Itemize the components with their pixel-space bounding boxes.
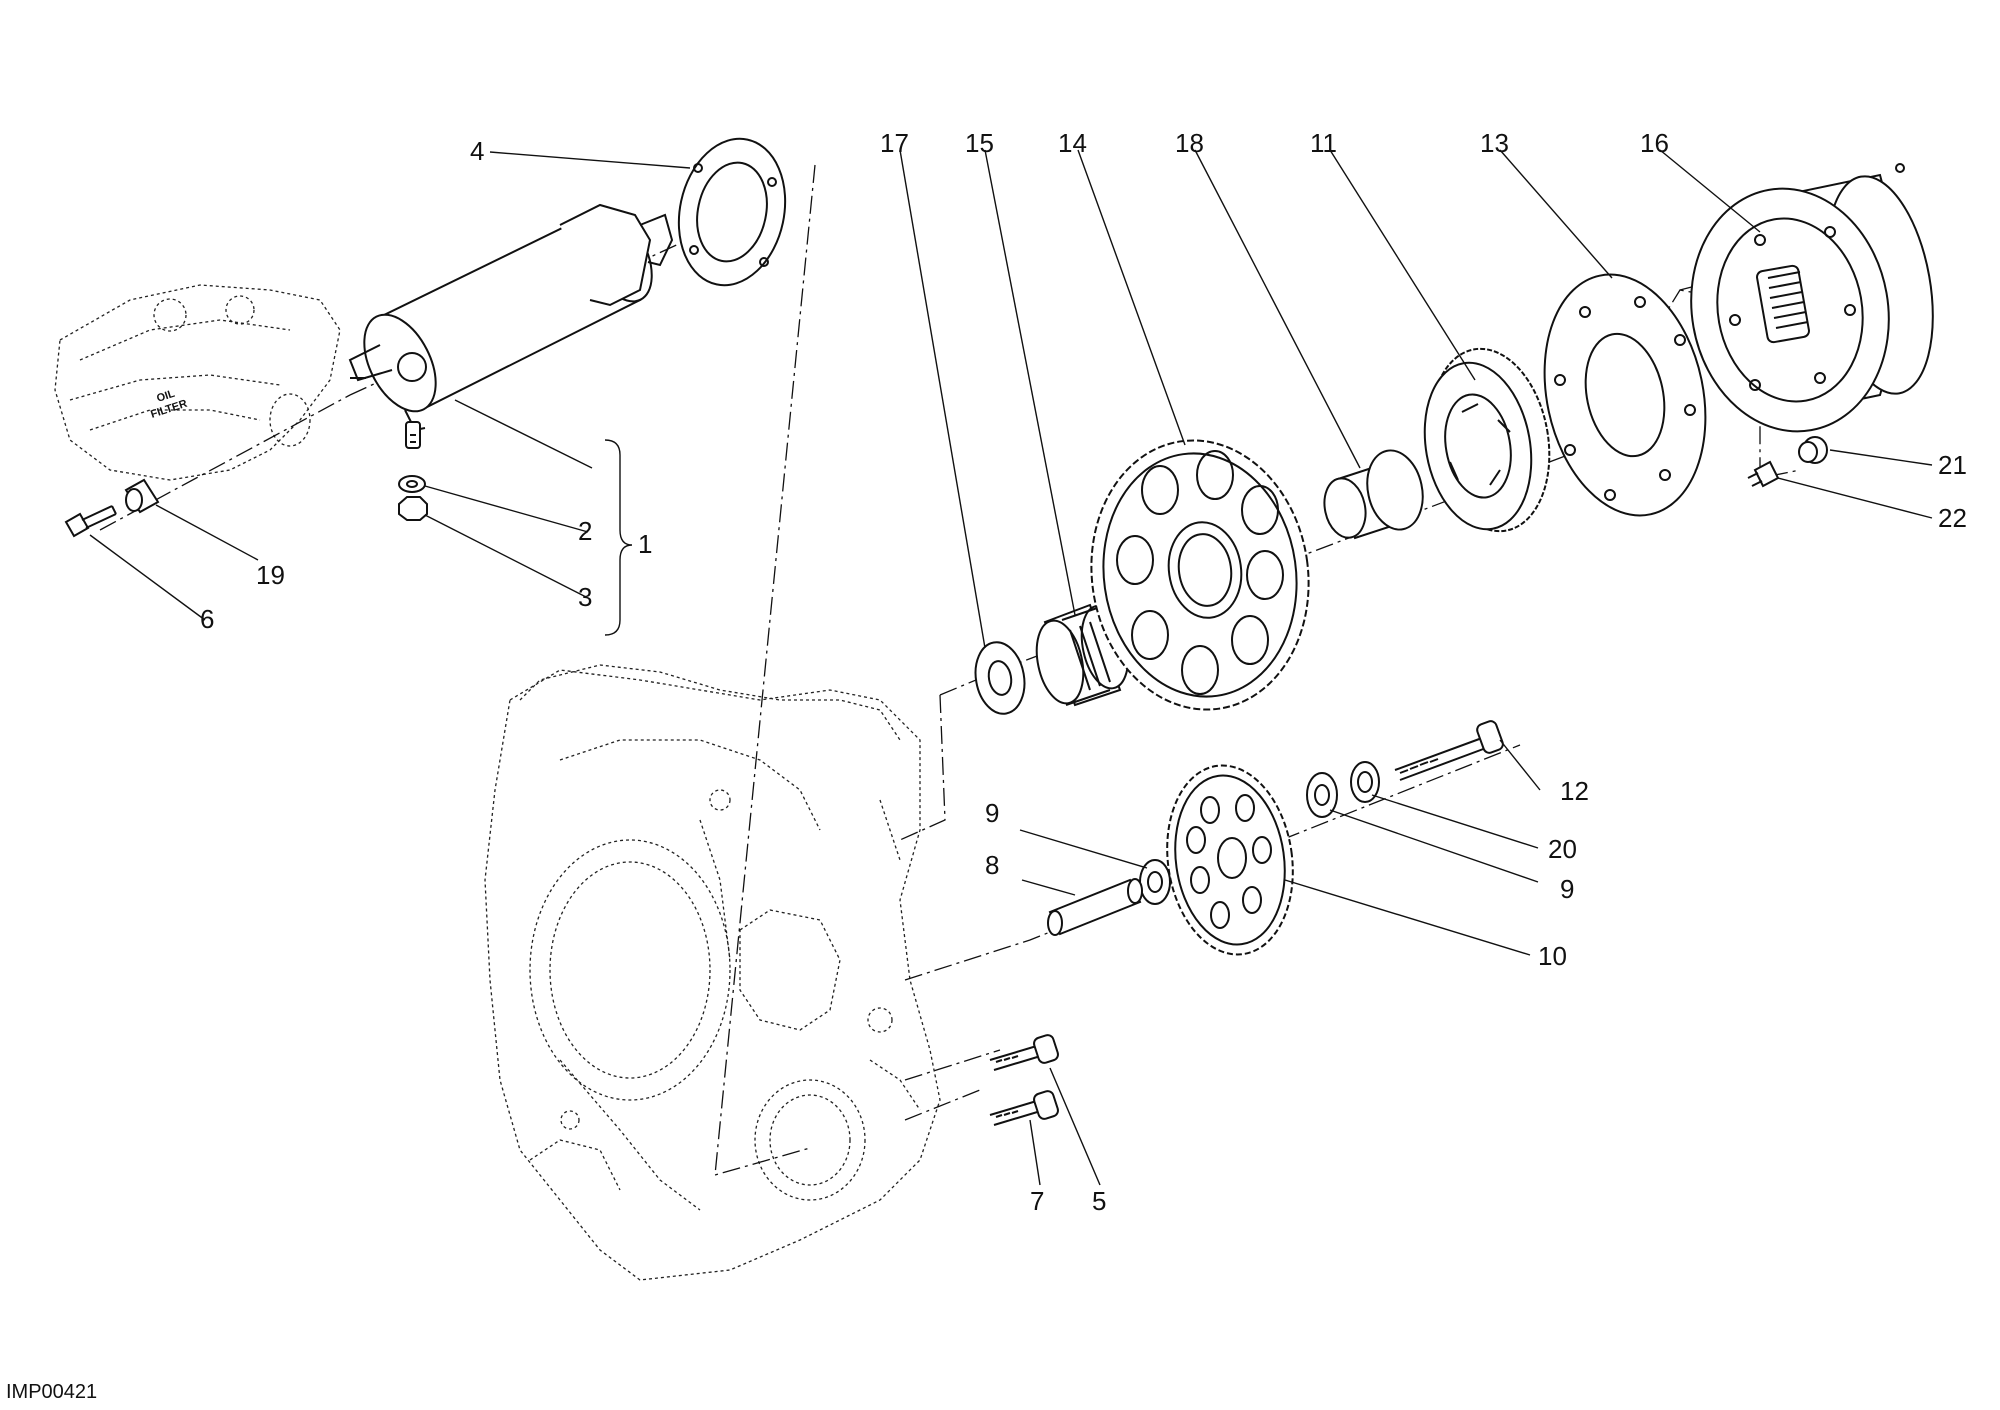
part-19-spacer [124, 478, 160, 514]
part-11-freewheel-clutch [1423, 347, 1551, 533]
part-9-washer-left [1139, 859, 1171, 905]
callout-4: 4 [470, 136, 484, 166]
callout-19: 19 [256, 560, 285, 590]
part-3-nut [398, 496, 428, 521]
crankcase-outline [484, 664, 941, 1281]
callout-6: 6 [200, 604, 214, 634]
part-5-screw [989, 1034, 1059, 1071]
callout-5: 5 [1092, 1186, 1106, 1216]
part-14-idler-gear [1090, 439, 1310, 711]
callout-20: 20 [1548, 834, 1577, 864]
part-6-bolt [64, 505, 117, 538]
callout-2: 2 [578, 516, 592, 546]
part-13-flange [1543, 273, 1707, 517]
part-12-long-bolt [1394, 720, 1504, 781]
callout-15: 15 [965, 128, 994, 158]
callout-7: 7 [1030, 1186, 1044, 1216]
assembly-axes [99, 164, 1801, 1176]
callout-21: 21 [1938, 450, 1967, 480]
part-4-gasket [677, 137, 787, 287]
part-9-washer-right [1306, 772, 1338, 818]
drawing-code: IMP00421 [6, 1381, 97, 1403]
part-18-bushing [1323, 449, 1424, 540]
callout-labels: 4 1 2 3 19 6 17 15 14 18 11 13 16 21 22 … [200, 128, 1967, 1216]
callout-1: 1 [638, 529, 652, 559]
part-17-washer [974, 641, 1026, 715]
callout-10: 10 [1538, 941, 1567, 971]
callout-3: 3 [578, 582, 592, 612]
callout-9-right: 9 [1560, 874, 1574, 904]
callout-14: 14 [1058, 128, 1087, 158]
callout-13: 13 [1480, 128, 1509, 158]
callout-16: 16 [1640, 128, 1669, 158]
part-20-washer [1350, 761, 1380, 803]
part-16-rotor [1690, 163, 1934, 433]
part-8-shaft [1047, 878, 1143, 936]
part-2-washer [398, 475, 426, 493]
callout-22: 22 [1938, 503, 1967, 533]
callout-8: 8 [985, 850, 999, 880]
callout-9-left: 9 [985, 798, 999, 828]
part-21-nut [1798, 436, 1828, 464]
part-7-screw [989, 1090, 1059, 1126]
assembly-1-brace [604, 439, 633, 636]
part-10-small-gear [1166, 764, 1294, 956]
part-22-screw [1747, 460, 1780, 488]
cylinder-head-outline: OIL FILTER [54, 284, 341, 481]
callout-11: 11 [1310, 128, 1337, 158]
callout-17: 17 [880, 128, 909, 158]
part-1-starter-motor [348, 203, 674, 449]
callout-18: 18 [1175, 128, 1204, 158]
oil-filter-mark-line1: OIL [155, 388, 176, 405]
leader-lines [89, 149, 1933, 1186]
callout-12: 12 [1560, 776, 1589, 806]
